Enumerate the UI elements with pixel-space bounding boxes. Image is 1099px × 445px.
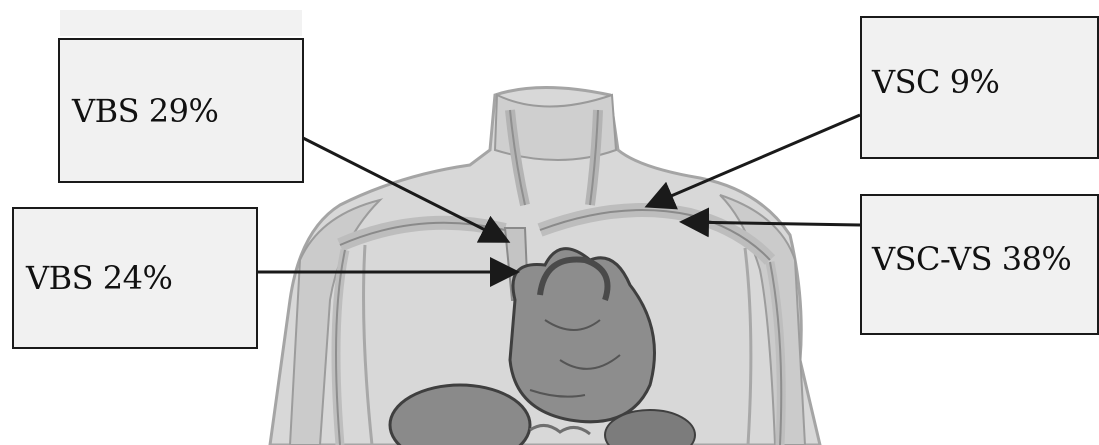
label-box-vscvs38: VSC-VS 38% <box>860 194 1099 335</box>
label-vbs29: VBS 29% <box>72 92 218 130</box>
arrow-vsc9 <box>650 115 860 205</box>
label-box-vbs24: VBS 24% <box>12 207 258 349</box>
label-vsc9: VSC 9% <box>872 63 999 101</box>
label-box-vsc9: VSC 9% <box>860 16 1099 159</box>
label-box-vbs29: VBS 29% <box>58 38 304 183</box>
header-strip <box>60 10 302 36</box>
label-vscvs38: VSC-VS 38% <box>872 240 1071 278</box>
label-vbs24: VBS 24% <box>26 259 172 297</box>
